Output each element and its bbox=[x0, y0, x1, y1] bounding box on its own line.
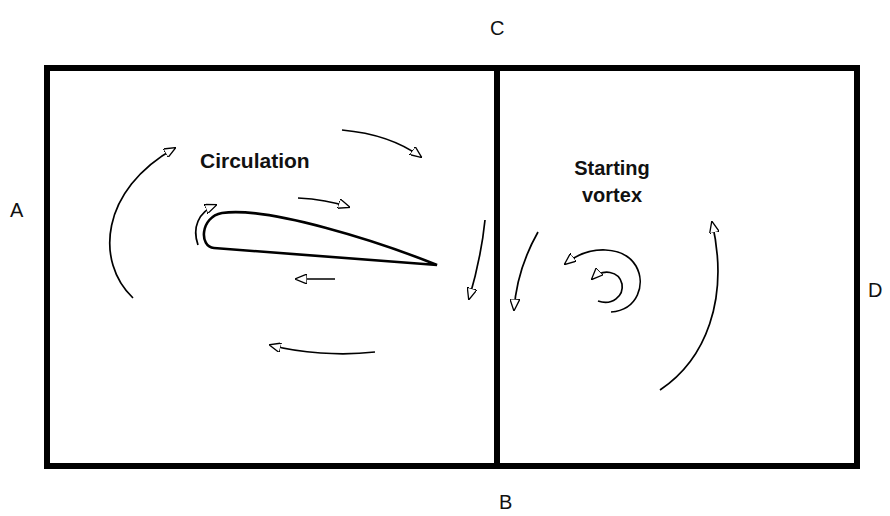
corner-label-anchor: C bbox=[490, 16, 504, 40]
circulation-arrow bbox=[196, 205, 216, 245]
vortex-arrow bbox=[592, 272, 622, 302]
circulation-arrow bbox=[298, 198, 349, 207]
circulation-arrow bbox=[110, 148, 175, 298]
side-letter: B bbox=[499, 490, 512, 514]
side-letter: A bbox=[10, 198, 23, 222]
panel-title: Starting vortex bbox=[557, 155, 667, 209]
airfoil bbox=[204, 212, 437, 265]
circulation-arrow bbox=[296, 278, 335, 280]
circulation-arrow bbox=[342, 130, 421, 157]
circulation-arrow bbox=[270, 345, 375, 354]
panel-box: Circulation bbox=[44, 65, 500, 469]
panel-title: Circulation bbox=[200, 147, 310, 174]
vortex-arrow bbox=[514, 232, 538, 310]
corner-label-anchor: D bbox=[868, 278, 882, 302]
vortex-arrow bbox=[565, 250, 640, 312]
corner-label-anchor: B bbox=[499, 490, 512, 514]
vortex-arrow bbox=[660, 222, 718, 390]
side-letter: C bbox=[490, 16, 504, 40]
corner-label-anchor: A bbox=[10, 198, 23, 222]
side-letter: D bbox=[868, 278, 882, 302]
circulation-arrow bbox=[469, 220, 485, 299]
panel-box: Starting vortex bbox=[494, 65, 860, 469]
